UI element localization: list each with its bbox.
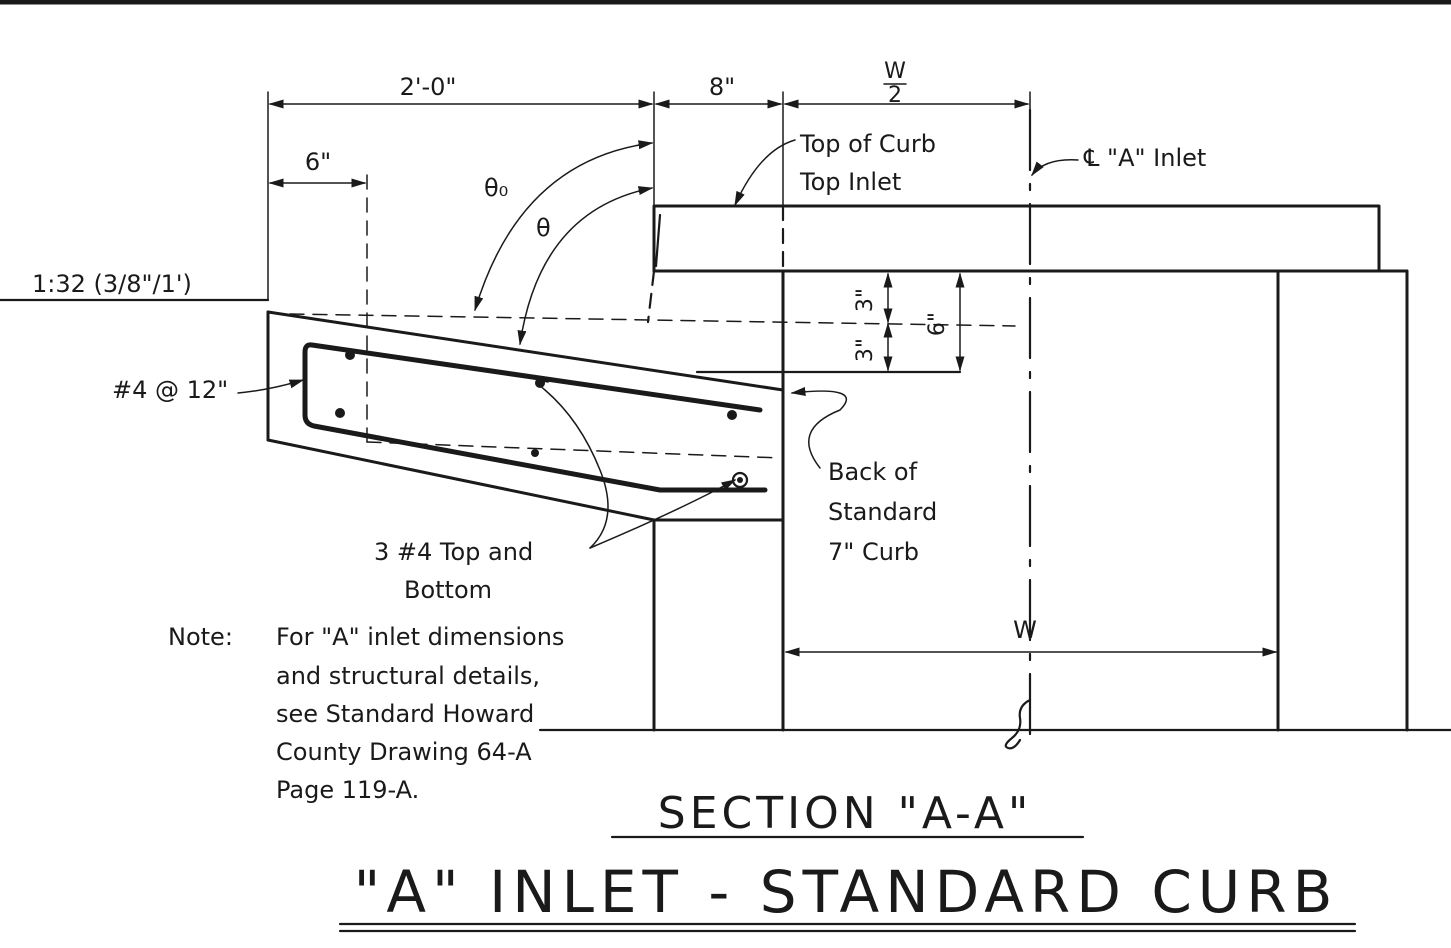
callout-rebar: #4 @ 12" [112,376,228,404]
angle-arcs [474,140,654,346]
callout-bars-2: Bottom [404,576,492,604]
note-line1: For "A" inlet dimensions [276,623,564,651]
callout-back-of-curb-1: Back of [828,458,918,486]
dim-depth-bottom: 3" [853,338,878,362]
callout-top-of-curb-1: Top of Curb [799,130,936,158]
callout-back-of-curb-2: Standard [828,498,937,526]
top-slab [652,204,1381,273]
dim-offset: 6" [305,148,331,176]
callout-centerline: ℄ "A" Inlet [1083,144,1206,172]
note-label: Note: [168,623,233,651]
note-line5: Page 119-A. [276,776,419,804]
leader-lines [237,139,1079,549]
slope-label: 1:32 (3/8"/1') [32,270,192,298]
dimension-lines [267,91,1278,657]
dim-half-width-num: W [884,59,906,84]
rebar [302,342,768,493]
main-title: "A" INLET - STANDARD CURB [354,858,1339,926]
dim-curb-width: 8" [709,73,735,101]
note-line4: County Drawing 64-A [276,738,532,766]
callout-bars-1: 3 #4 Top and [374,538,533,566]
angle-theta: θ [536,214,551,242]
dim-top-width: 2'-0" [400,73,457,101]
dim-inlet-width: W [1013,616,1037,644]
dim-depth-top: 3" [853,288,878,312]
section-title: SECTION "A-A" [658,788,1032,839]
dim-depth-total: 6" [925,312,950,336]
callout-top-of-curb-2: Top Inlet [799,168,901,196]
note-line3: see Standard Howard [276,700,534,728]
callout-back-of-curb-3: 7" Curb [828,538,919,566]
dim-half-width-den: 2 [888,83,902,108]
note-line2: and structural details, [276,662,540,690]
break-symbol [1004,698,1032,750]
apron-slab [0,174,1016,522]
angle-theta0: θ₀ [484,174,508,202]
